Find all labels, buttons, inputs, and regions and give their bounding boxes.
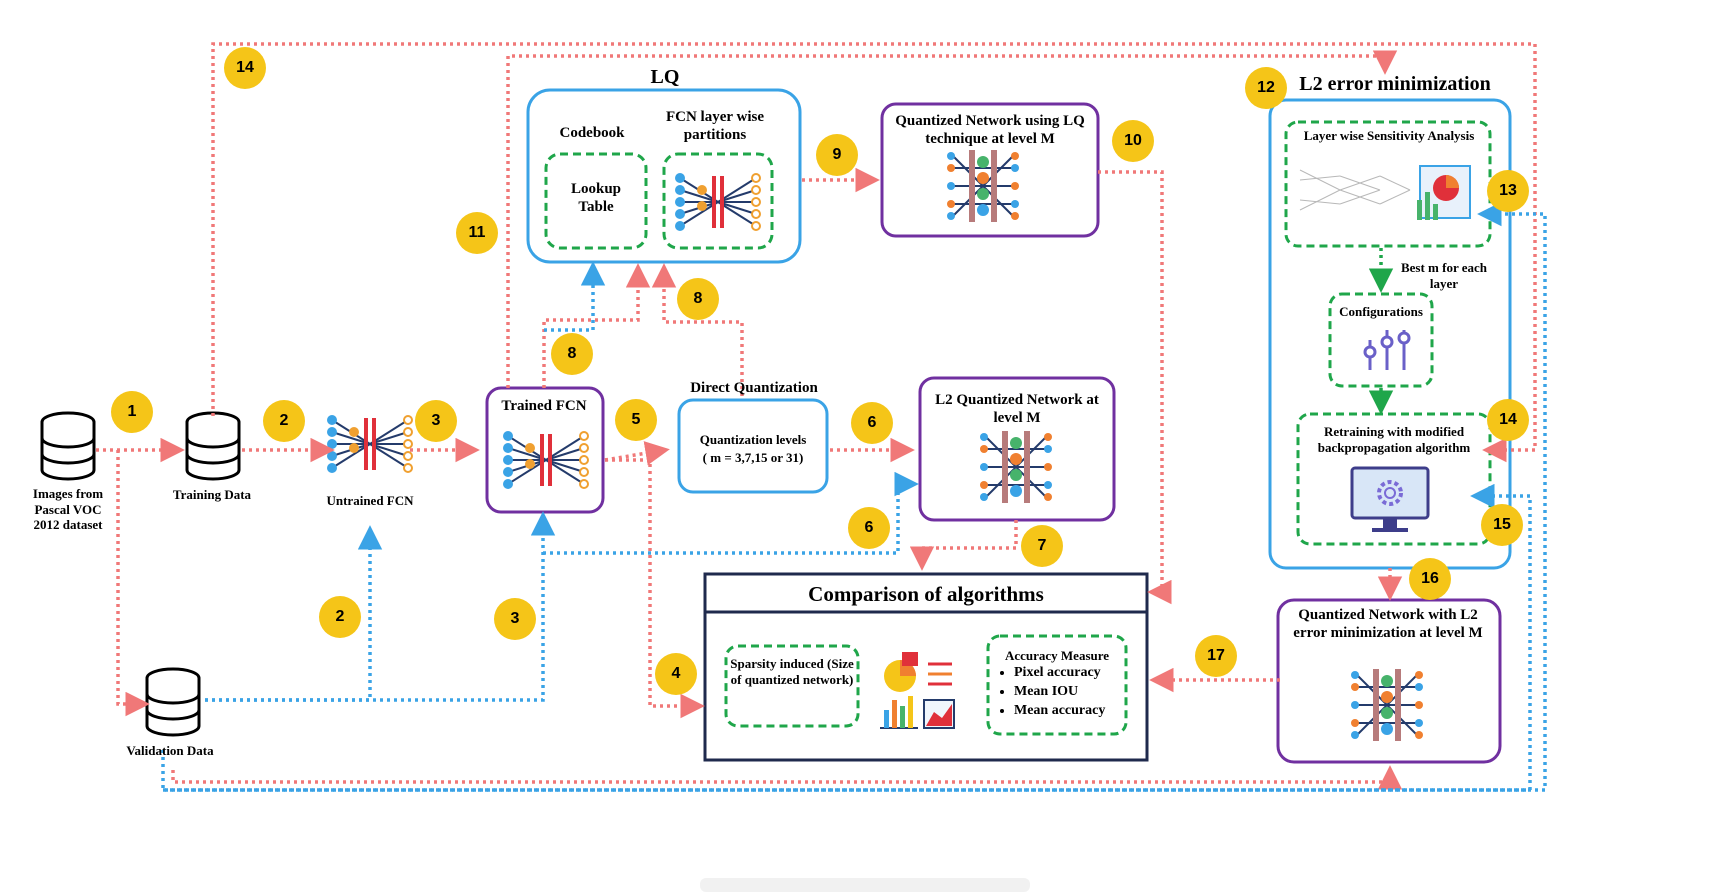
step-badge: 4 bbox=[655, 653, 697, 695]
configurations-label: Configurations bbox=[1339, 304, 1423, 319]
partitions-box bbox=[662, 152, 774, 250]
quantized-lq-box bbox=[880, 102, 1100, 238]
step-badge: 16 bbox=[1409, 558, 1451, 600]
analytics-chart-icon bbox=[1417, 165, 1471, 220]
step-badge: 2 bbox=[263, 400, 305, 442]
step-badge: 2 bbox=[319, 596, 361, 638]
step-badge: 9 bbox=[816, 134, 858, 176]
training-database-icon bbox=[185, 411, 241, 481]
accuracy-box bbox=[986, 634, 1128, 736]
step-badge: 12 bbox=[1245, 67, 1287, 109]
fcn-partitions-label: FCN layer wise partitions bbox=[665, 109, 765, 143]
untrained-fcn-icon bbox=[326, 414, 413, 474]
sensitivity-label: Layer wise Sensitivity Analysis bbox=[1303, 128, 1475, 143]
accuracy-title: Accuracy Measure bbox=[1004, 648, 1110, 663]
quantized-l2min-network-icon bbox=[1350, 668, 1424, 742]
sparsity-label: Sparsity induced (Size of quantized netw… bbox=[730, 656, 854, 687]
step-badge: 3 bbox=[415, 400, 457, 442]
sensitivity-network-icon bbox=[1299, 169, 1411, 211]
codebook-label: Codebook bbox=[559, 125, 625, 141]
step-badge: 8 bbox=[551, 333, 593, 375]
step-badge: 7 bbox=[1021, 525, 1063, 567]
l2-quantized-network-icon bbox=[979, 430, 1053, 504]
best-m-label: Best m for each layer bbox=[1400, 260, 1488, 291]
quantization-levels-box bbox=[677, 398, 829, 494]
lookup-table-label: Lookup Table bbox=[570, 181, 622, 215]
quantized-lq-label: Quantized Network using LQ technique at … bbox=[895, 113, 1085, 147]
images-database-icon bbox=[40, 411, 96, 481]
step-badge: 15 bbox=[1481, 504, 1523, 546]
step-badge: 6 bbox=[848, 507, 890, 549]
step-badge: 14 bbox=[224, 47, 266, 89]
viewer-toolbar[interactable] bbox=[700, 878, 1030, 892]
training-data-label: Training Data bbox=[172, 487, 252, 502]
untrained-fcn-label: Untrained FCN bbox=[326, 493, 414, 508]
step-badge: 14 bbox=[1487, 399, 1529, 441]
l2-quantized-label: L2 Quantized Network at level M bbox=[935, 392, 1099, 426]
trained-fcn-label: Trained FCN bbox=[501, 398, 587, 414]
sliders-icon bbox=[1363, 330, 1411, 370]
chart-icon bbox=[880, 652, 955, 729]
lq-box bbox=[526, 88, 802, 264]
quantization-levels-label: Quantization levels bbox=[699, 432, 807, 447]
step-badge: 3 bbox=[494, 598, 536, 640]
step-badge: 5 bbox=[615, 399, 657, 441]
monitor-gear-icon bbox=[1350, 466, 1430, 532]
accuracy-list: Pixel accuracy Mean IOU Mean accuracy bbox=[998, 664, 1124, 721]
accuracy-item: Mean accuracy bbox=[1014, 702, 1124, 721]
configurations-box bbox=[1328, 292, 1434, 388]
partitions-network-icon bbox=[674, 172, 761, 232]
validation-database-icon bbox=[145, 667, 201, 737]
quantized-l2min-label: Quantized Network with L2 error minimiza… bbox=[1293, 607, 1483, 641]
step-badge: 10 bbox=[1112, 120, 1154, 162]
step-badge: 1 bbox=[111, 391, 153, 433]
lq-title: LQ bbox=[650, 66, 680, 88]
accuracy-item: Pixel accuracy bbox=[1014, 664, 1124, 683]
step-badge: 17 bbox=[1195, 635, 1237, 677]
quantization-levels-values: ( m = 3,7,15 or 31) bbox=[702, 450, 804, 465]
comparison-box bbox=[703, 572, 1149, 762]
images-label: Images from Pascal VOC 2012 dataset bbox=[32, 486, 104, 533]
step-badge: 11 bbox=[456, 212, 498, 254]
step-badge: 13 bbox=[1487, 170, 1529, 212]
retraining-label: Retraining with modified backpropagation… bbox=[1317, 424, 1471, 455]
accuracy-item: Mean IOU bbox=[1014, 683, 1124, 702]
quantized-lq-network-icon bbox=[946, 149, 1020, 223]
direct-quantization-label: Direct Quantization bbox=[690, 380, 818, 396]
step-badge: 6 bbox=[851, 402, 893, 444]
comparison-title: Comparison of algorithms bbox=[808, 582, 1044, 606]
validation-data-label: Validation Data bbox=[126, 743, 214, 758]
sparsity-box bbox=[724, 644, 860, 728]
step-badge: 8 bbox=[677, 278, 719, 320]
retraining-box bbox=[1296, 412, 1492, 546]
l2-min-title: L2 error minimization bbox=[1299, 73, 1491, 95]
trained-fcn-icon bbox=[502, 430, 589, 490]
